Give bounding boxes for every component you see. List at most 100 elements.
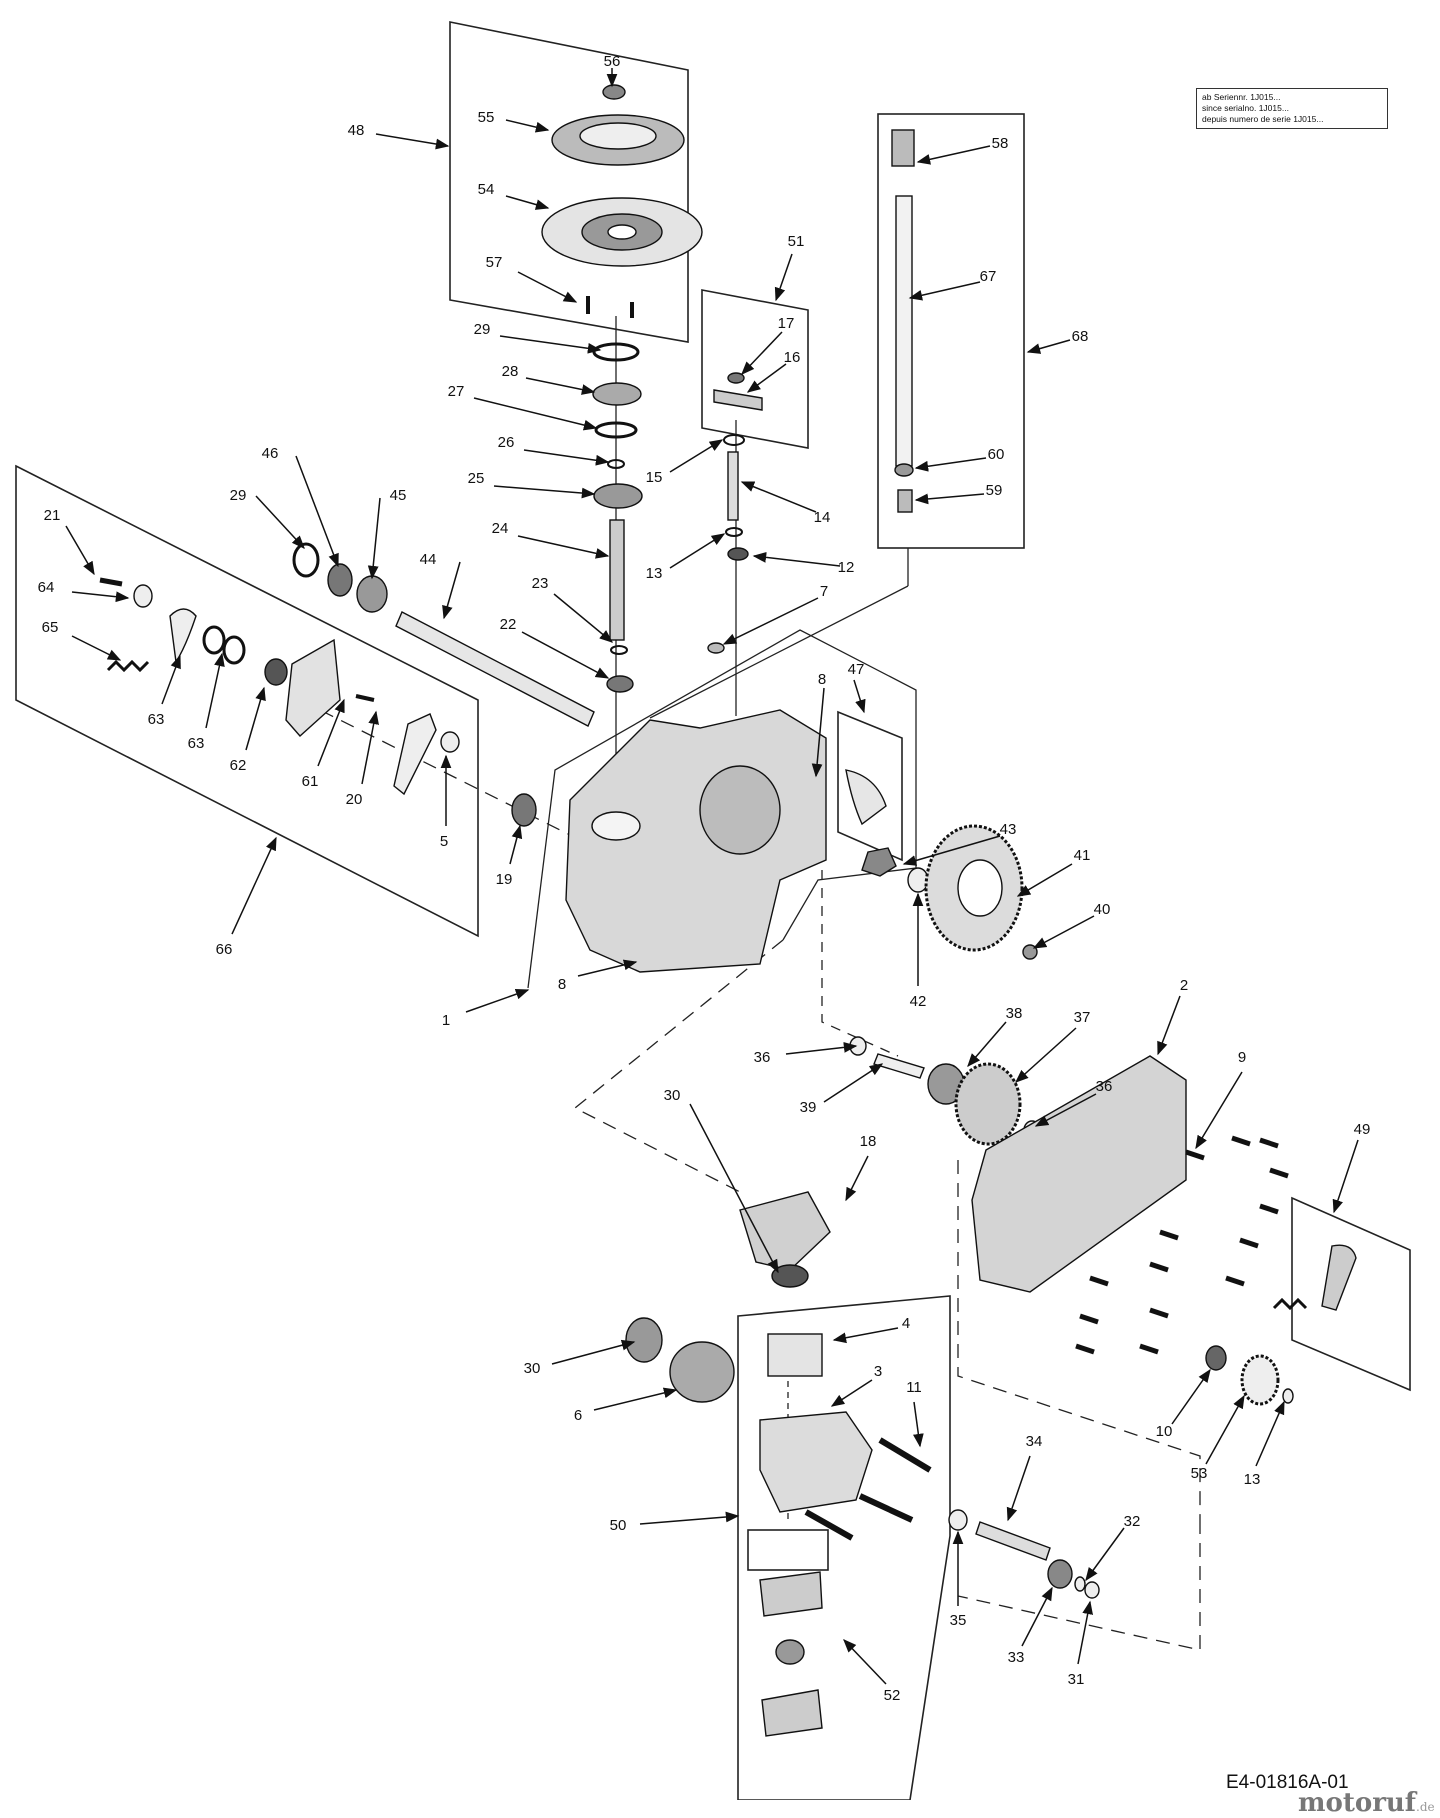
serial-note-line-de: ab Seriennr. 1J015...	[1202, 92, 1281, 102]
leader-45	[367, 497, 381, 580]
callout-58: 58	[992, 135, 1009, 152]
leader-6	[593, 1387, 678, 1411]
housing-50	[759, 1411, 873, 1513]
leader-31	[1077, 1600, 1093, 1665]
leader-44	[442, 561, 461, 620]
leader-25	[493, 485, 596, 499]
brake-arm	[393, 713, 437, 796]
dashed-shaft-link	[821, 852, 899, 1057]
callout-17: 17	[778, 315, 795, 332]
callout-63: 63	[188, 735, 205, 752]
ring-63	[202, 625, 226, 655]
callout-29: 29	[230, 487, 247, 504]
lever-16	[713, 389, 763, 411]
leader-57	[517, 271, 578, 303]
callout-18: 18	[860, 1133, 877, 1150]
fitting-59	[897, 489, 913, 513]
callout-66: 66	[216, 941, 233, 958]
callout-7: 7	[820, 583, 828, 600]
leader-28	[525, 377, 596, 395]
seal-10	[1205, 1345, 1227, 1371]
leader-41	[1016, 863, 1073, 897]
leader-54	[505, 195, 550, 210]
leader-36	[1034, 1093, 1097, 1127]
leader-27	[473, 397, 598, 431]
fan-54	[541, 197, 703, 267]
leader-15	[669, 439, 724, 473]
callout-24: 24	[492, 520, 509, 537]
callout-14: 14	[814, 509, 831, 526]
callout-54: 54	[478, 181, 495, 198]
callout-42: 42	[910, 993, 927, 1010]
callout-35: 35	[950, 1612, 967, 1629]
leader-9	[1195, 1071, 1243, 1150]
leader-59	[914, 493, 985, 505]
leader-23	[553, 593, 614, 643]
callout-12: 12	[838, 559, 855, 576]
callout-30: 30	[524, 1360, 541, 1377]
callout-45: 45	[390, 487, 407, 504]
callout-50: 50	[610, 1517, 627, 1534]
gear-37	[954, 1062, 1022, 1146]
callout-9: 9	[1238, 1049, 1246, 1066]
callout-2: 2	[1180, 977, 1188, 994]
bolt-50a	[858, 1493, 914, 1523]
block-4	[767, 1333, 823, 1377]
link-shaft-68b	[649, 585, 909, 719]
assembly-outlines	[299, 316, 1201, 1651]
callout-32: 32	[1124, 1513, 1141, 1530]
leader-4	[832, 1327, 899, 1344]
callout-36: 36	[754, 1049, 771, 1066]
leader-62	[245, 686, 266, 751]
callout-6: 6	[574, 1407, 582, 1424]
leader-lines	[65, 68, 1359, 1685]
shaft-34	[975, 1521, 1051, 1561]
leader-2	[1157, 995, 1181, 1056]
leader-58	[916, 145, 991, 165]
leader-29	[499, 335, 602, 354]
callout-1: 1	[442, 1012, 450, 1029]
callout-57: 57	[486, 254, 503, 271]
leader-38	[967, 1021, 1007, 1068]
axis-brake	[299, 699, 581, 841]
callout-29: 29	[474, 321, 491, 338]
washer-35	[948, 1509, 968, 1531]
seal-19	[511, 793, 537, 827]
callout-20: 20	[346, 791, 363, 808]
gear-43	[861, 847, 897, 877]
callout-38: 38	[1006, 1005, 1023, 1022]
callout-28: 28	[502, 363, 519, 380]
group-frames	[15, 21, 1411, 1800]
leader-52	[843, 1639, 887, 1685]
callout-15: 15	[646, 469, 663, 486]
lever-49	[1321, 1244, 1357, 1311]
leader-1	[465, 988, 530, 1013]
callout-10: 10	[1156, 1423, 1173, 1440]
ring-62	[264, 658, 288, 686]
gasket-52a	[759, 1571, 823, 1617]
dashed-case-link	[573, 939, 784, 1193]
leader-10	[1171, 1368, 1211, 1425]
frame-68-shaft	[877, 113, 1025, 549]
leader-21	[65, 525, 95, 576]
leader-63	[205, 652, 225, 729]
callout-25: 25	[468, 470, 485, 487]
leader-14	[740, 481, 817, 513]
callout-67: 67	[980, 268, 997, 285]
callout-47: 47	[848, 661, 865, 678]
leader-60	[914, 457, 987, 472]
leader-47	[853, 679, 866, 714]
nut-60	[894, 463, 914, 477]
leader-55	[505, 119, 550, 133]
leader-11	[913, 1401, 924, 1448]
serial-note: ab Seriennr. 1J015... since serialno. 1J…	[1196, 88, 1388, 129]
drawing-code: E4-01816A-01	[1226, 1772, 1349, 1793]
leader-16	[746, 363, 787, 393]
seal-22	[606, 675, 634, 693]
callout-44: 44	[420, 551, 437, 568]
leader-34	[1006, 1455, 1031, 1522]
callout-48: 48	[348, 122, 365, 139]
serial-note-line-fr: depuis numero de serie 1J015...	[1202, 114, 1324, 124]
case-port	[591, 811, 641, 841]
